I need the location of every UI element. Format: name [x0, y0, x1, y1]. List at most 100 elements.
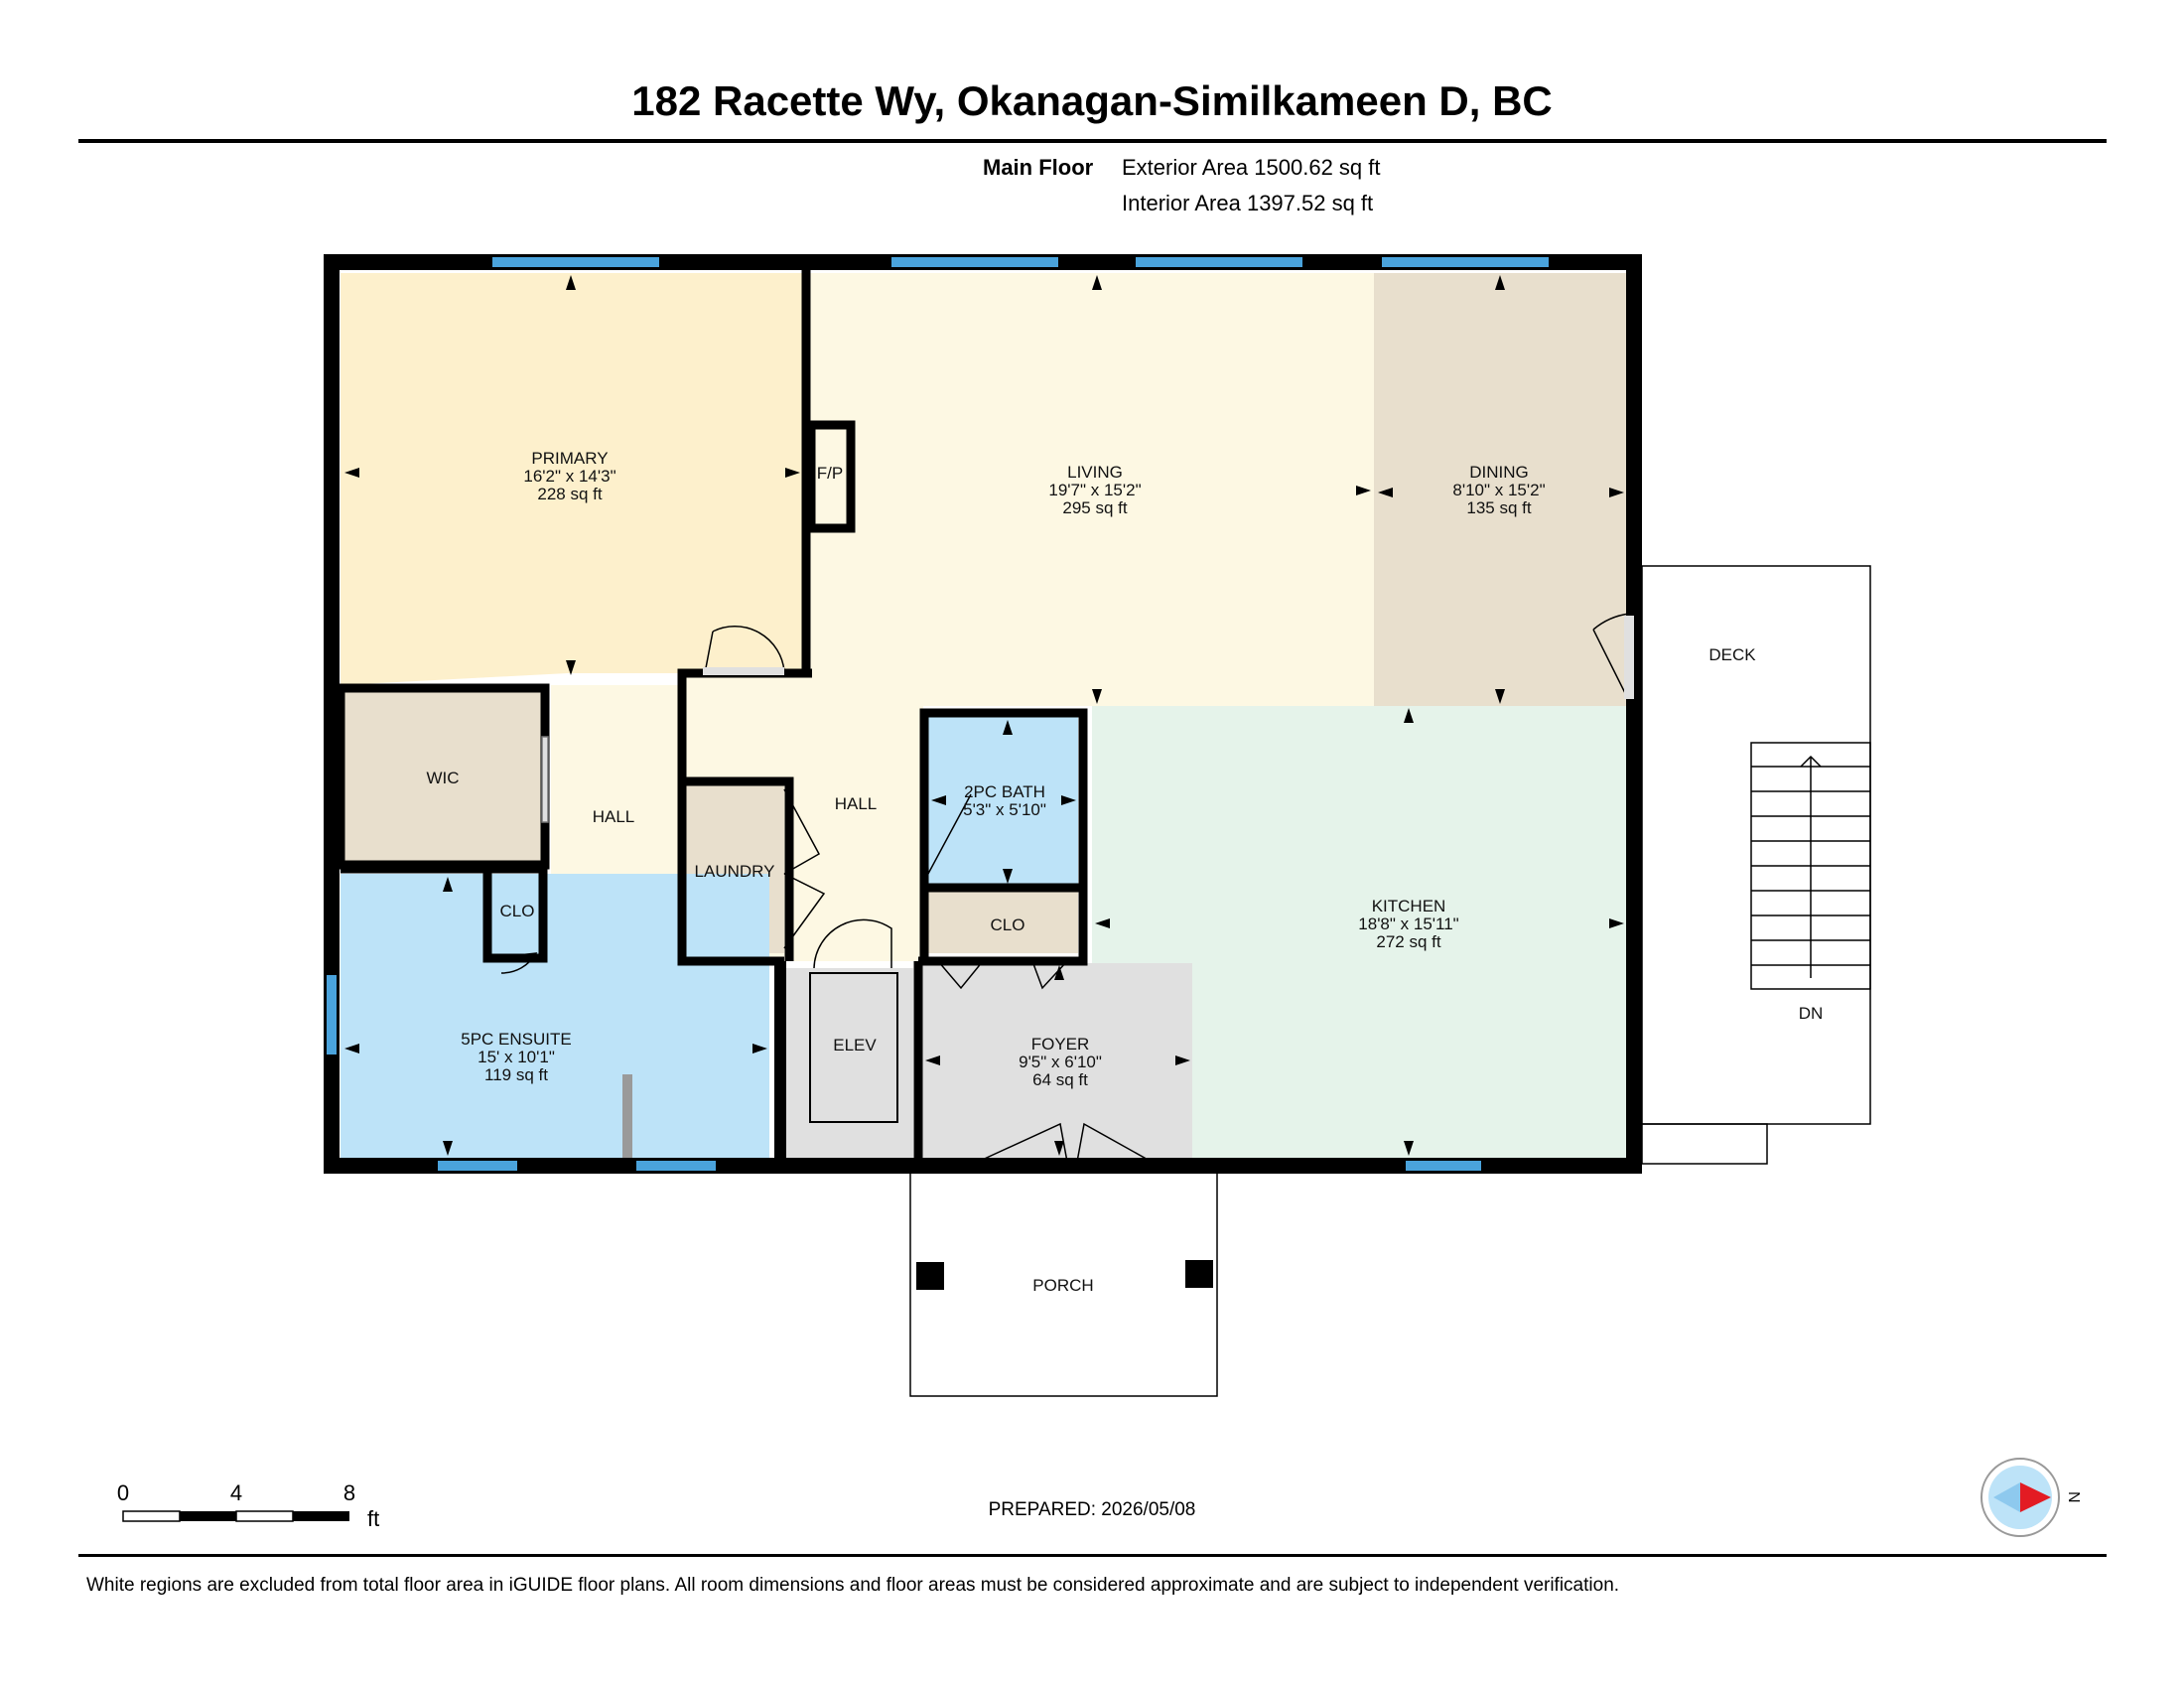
arrow-mark	[443, 1141, 453, 1156]
room-dims: 19'7" x 15'2"	[1048, 481, 1141, 499]
room-dims: 9'5" x 6'10"	[1019, 1053, 1102, 1071]
deck	[1641, 565, 1871, 1165]
room-name: WIC	[426, 769, 459, 787]
dining-deck-door	[1592, 613, 1630, 702]
arrow-mark	[1495, 275, 1505, 290]
room-name: 2PC BATH	[964, 782, 1045, 801]
room-name: DECK	[1708, 645, 1756, 664]
window	[1382, 257, 1549, 267]
stair-arrow-head	[1800, 755, 1822, 768]
floor-name: Main Floor	[983, 155, 1094, 180]
room-name: 5PC ENSUITE	[461, 1030, 571, 1049]
room-name: CLO	[991, 915, 1025, 934]
fireplace	[806, 420, 856, 533]
arrow-mark	[1054, 965, 1064, 980]
header-rule	[78, 139, 2107, 143]
arrow-mark	[1092, 275, 1102, 290]
clo-bath-wall	[919, 883, 1088, 966]
arrow-mark	[344, 1044, 359, 1054]
footer-disclaimer: White regions are excluded from total fl…	[86, 1575, 1620, 1596]
laundry-door	[783, 788, 826, 949]
arrow-mark	[925, 1055, 940, 1065]
arrow-mark	[1378, 488, 1393, 497]
deck-step	[1641, 1123, 1768, 1165]
room-name: DN	[1799, 1004, 1824, 1023]
arrow-mark	[1495, 689, 1505, 704]
scale-segment	[293, 1511, 349, 1521]
laundry-wall	[682, 776, 794, 961]
room-name: HALL	[593, 807, 635, 826]
exterior-area: Exterior Area 1500.62 sq ft	[1122, 155, 1381, 180]
room-name: LIVING	[1067, 463, 1123, 482]
room-name: PORCH	[1032, 1276, 1093, 1295]
doors	[490, 613, 1634, 1163]
arrow-mark	[1404, 708, 1414, 723]
room-name: ELEV	[833, 1036, 877, 1055]
deck-outline	[1641, 565, 1871, 1125]
primary-door	[704, 626, 785, 674]
room-name: PRIMARY	[531, 449, 608, 468]
scale-unit: ft	[367, 1506, 379, 1531]
arrow-mark	[1054, 1141, 1064, 1156]
window	[438, 1161, 517, 1171]
room-dims: 5'3" x 5'10"	[963, 800, 1046, 819]
room-name: LAUNDRY	[695, 862, 775, 881]
bath-door	[924, 788, 972, 877]
bath2-fill	[927, 717, 1078, 884]
window	[891, 257, 1058, 267]
room-area: 272 sq ft	[1376, 932, 1440, 951]
prepared-date: PREPARED: 2026/05/08	[988, 1499, 1196, 1520]
window	[1136, 257, 1302, 267]
arrow-mark	[785, 468, 800, 478]
arrow-mark	[566, 275, 576, 290]
room-labels: PRIMARY 16'2" x 14'3" 228 sq ft F/P LIVI…	[426, 449, 1823, 1295]
arrow-mark	[1609, 918, 1624, 928]
plan-title: 182 Racette Wy, Okanagan-Similkameen D, …	[631, 77, 1553, 124]
room-dims: 15' x 10'1"	[478, 1048, 555, 1066]
arrow-mark	[566, 660, 576, 675]
dining-fill	[1374, 273, 1627, 706]
scale-tick-label: 4	[230, 1480, 242, 1505]
porch-post	[916, 1262, 944, 1290]
arrow-mark	[1092, 689, 1102, 704]
room-name: F/P	[817, 464, 843, 483]
scale-bar: 0 4 8 ft	[117, 1480, 379, 1531]
window	[492, 257, 659, 267]
porch-post	[1185, 1260, 1213, 1288]
front-door	[977, 1122, 1153, 1163]
window	[327, 975, 337, 1055]
wic-door	[541, 736, 549, 823]
scale-segment	[180, 1511, 236, 1521]
footer-rule	[78, 1554, 2107, 1557]
interior-area: Interior Area 1397.52 sq ft	[1122, 191, 1374, 215]
room-name: DINING	[1469, 463, 1529, 482]
compass-label: N	[2065, 1491, 2082, 1503]
room-name: KITCHEN	[1372, 897, 1446, 915]
arrow-mark	[1095, 918, 1110, 928]
room-area: 64 sq ft	[1032, 1070, 1088, 1089]
arrow-mark	[1609, 488, 1624, 497]
room-dims: 8'10" x 15'2"	[1452, 481, 1545, 499]
window	[1406, 1161, 1481, 1171]
ensuite-partition	[622, 1074, 632, 1158]
porch-outline	[909, 1171, 1218, 1397]
windows	[327, 257, 1549, 1171]
door-sill	[703, 667, 784, 675]
arrow-mark	[1356, 486, 1371, 495]
wic-fill	[341, 690, 544, 864]
arrow-mark	[1061, 795, 1076, 805]
primary-fill	[341, 273, 806, 685]
room-name: CLO	[500, 902, 535, 920]
compass-icon: N	[1980, 1458, 2082, 1537]
scale-tick-label: 0	[117, 1480, 129, 1505]
elev-door	[813, 918, 892, 969]
room-name: FOYER	[1031, 1035, 1090, 1054]
ensuite-fill	[341, 874, 769, 1158]
window	[636, 1161, 716, 1171]
scale-tick-label: 8	[343, 1480, 355, 1505]
dimension-arrows	[344, 275, 1624, 1156]
hall-wall	[677, 668, 784, 966]
clo-ensuite-wall	[482, 864, 548, 963]
arrow-mark	[931, 795, 946, 805]
